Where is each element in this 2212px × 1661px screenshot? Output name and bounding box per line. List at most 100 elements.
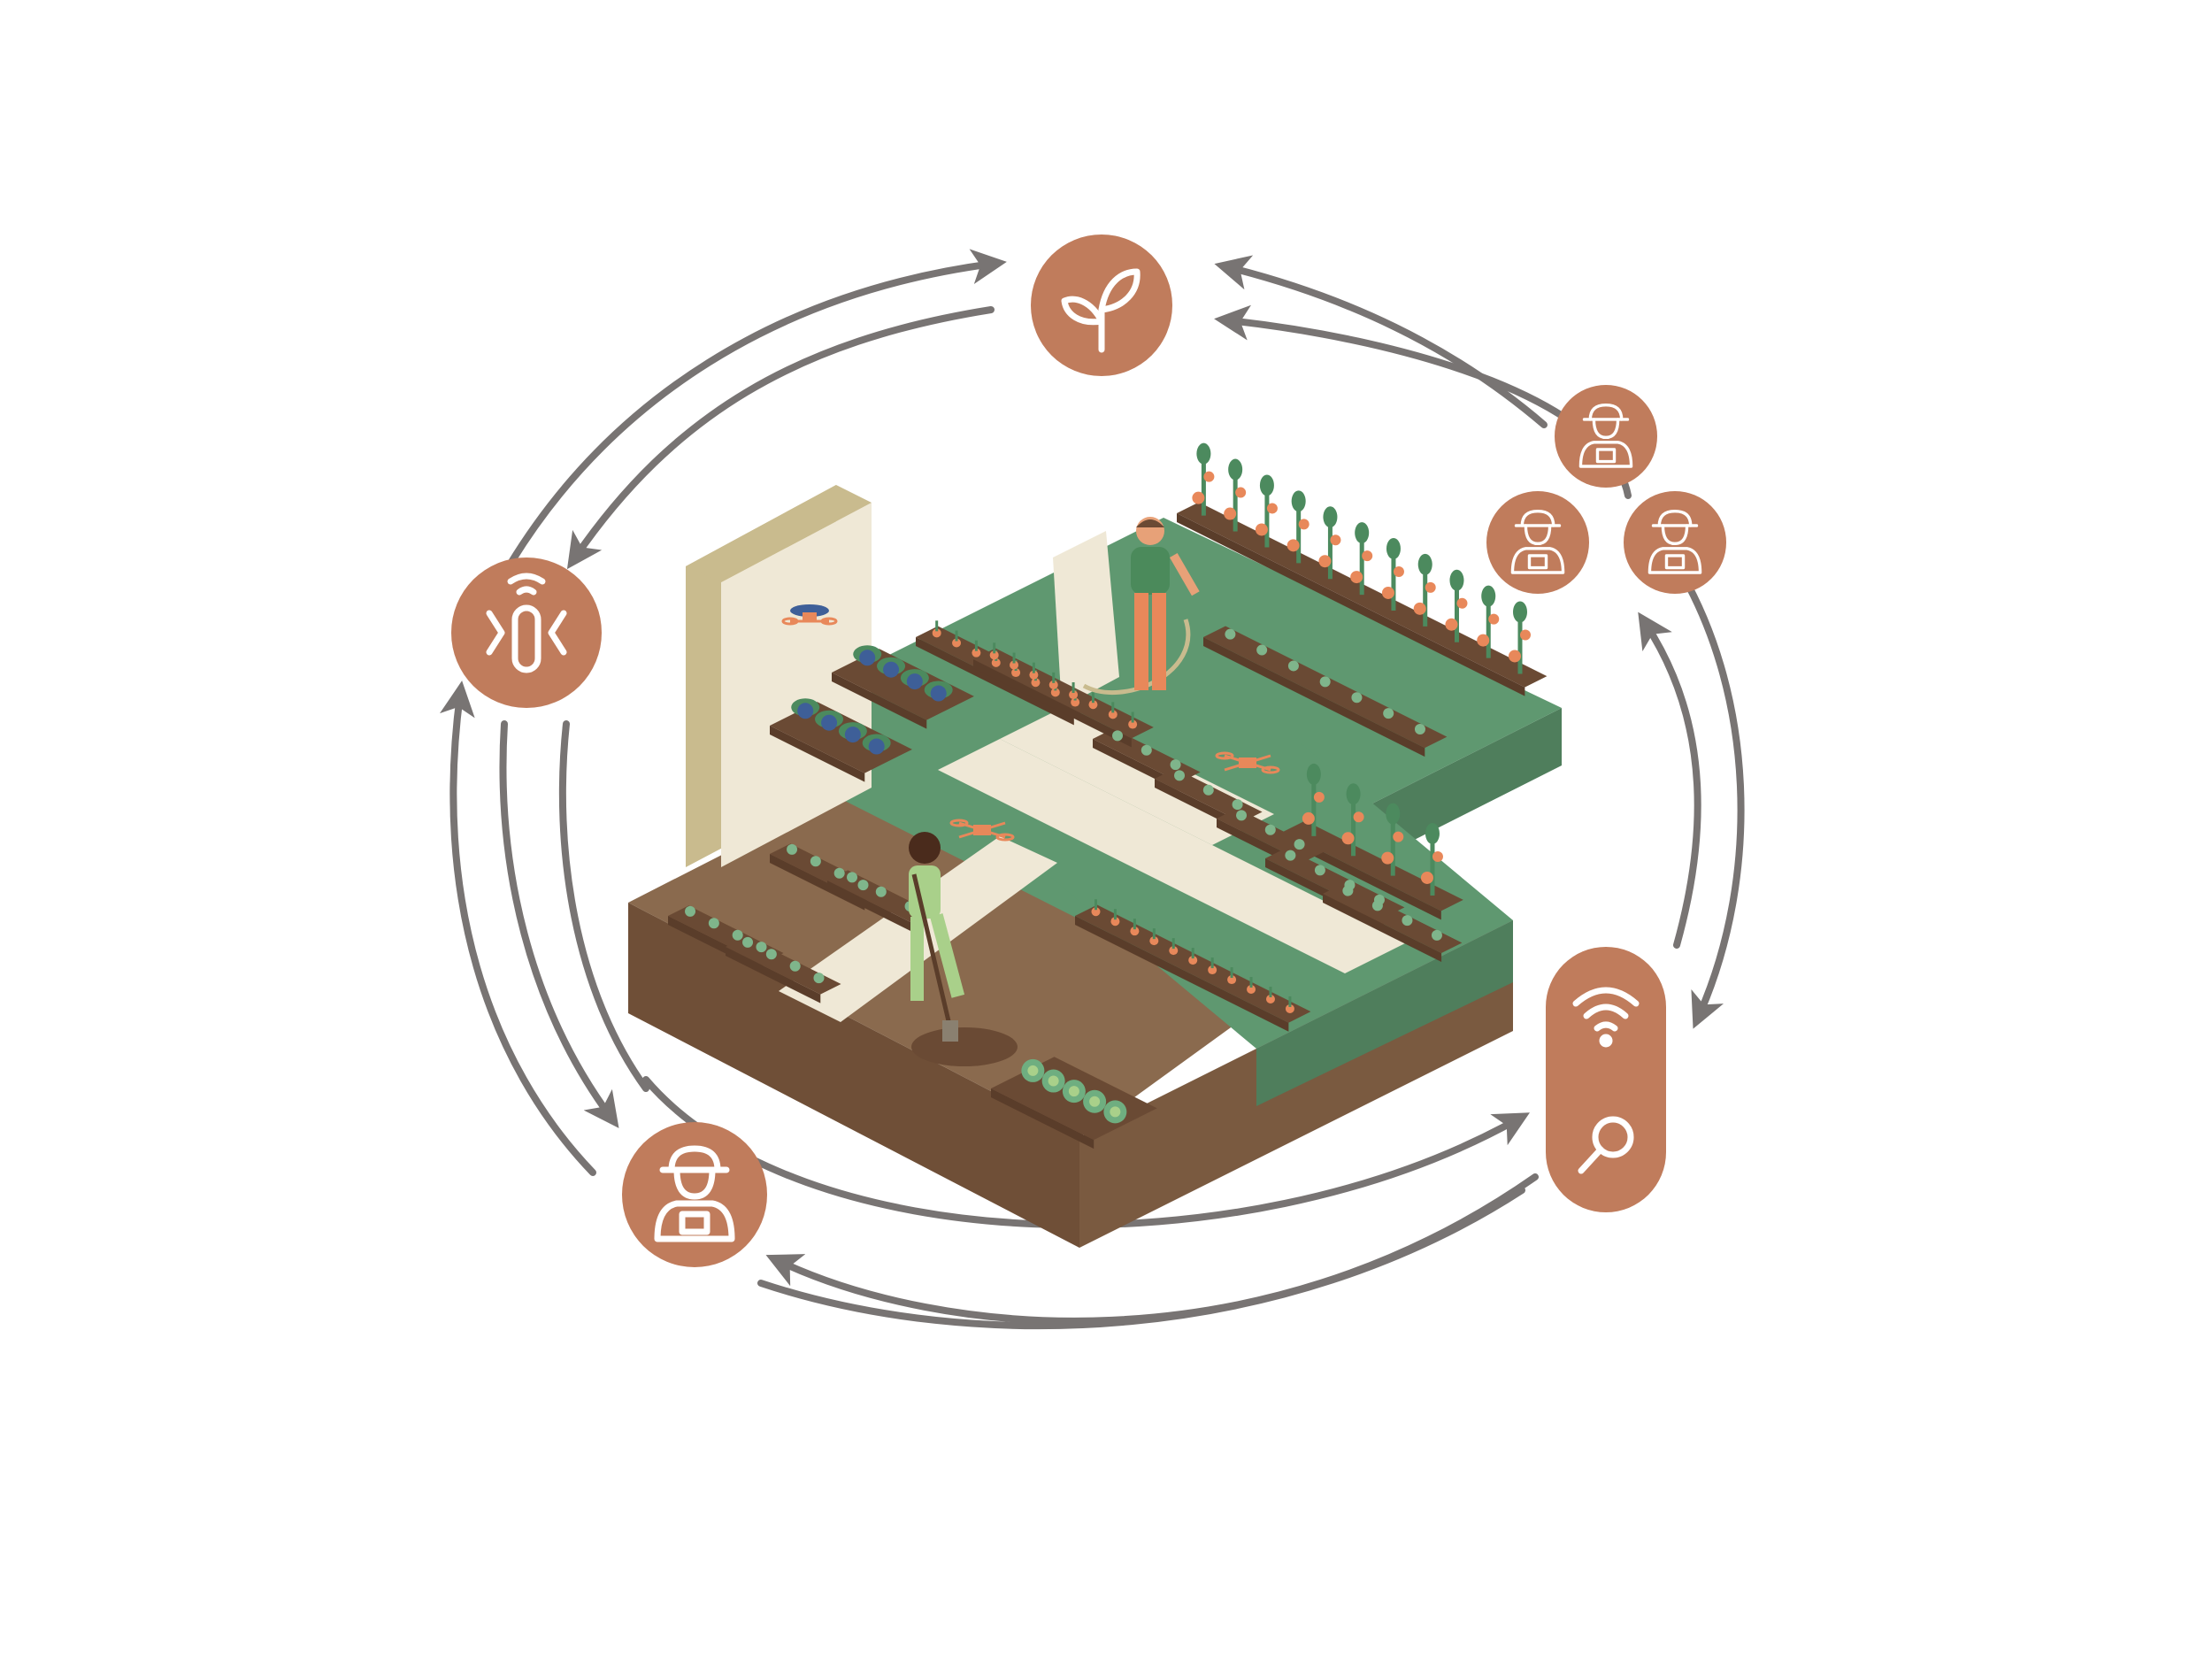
isometric-garden <box>628 442 1562 1248</box>
flow-arrows <box>440 249 1745 1330</box>
carrot-top <box>1069 690 1079 700</box>
tomato <box>1224 507 1237 520</box>
berry <box>883 661 900 678</box>
seedling <box>1141 744 1152 756</box>
arrow-farmer-loop-inner <box>558 720 649 1092</box>
carrot-top <box>1048 680 1058 689</box>
seedling <box>1371 900 1383 911</box>
tomato <box>1302 811 1315 825</box>
bed-side <box>832 673 927 729</box>
cabbage-core <box>1027 1065 1039 1076</box>
berry <box>859 650 876 666</box>
leaf <box>1425 822 1440 844</box>
carrot-top <box>1108 710 1118 719</box>
seedling <box>732 929 743 941</box>
carrot-top <box>1050 688 1060 697</box>
berry <box>821 714 838 731</box>
bed-top <box>1177 502 1548 688</box>
sensor-icon <box>486 573 567 673</box>
seedling <box>1319 676 1331 688</box>
tomato <box>1350 571 1363 584</box>
leaf <box>1196 442 1211 465</box>
arrow-sensor-to-sprout <box>505 249 1007 570</box>
tomato <box>1477 634 1490 647</box>
seedling <box>765 949 777 960</box>
farmer-icon <box>1578 403 1633 468</box>
seedling <box>1256 644 1268 656</box>
wall-top <box>686 485 872 582</box>
tomato <box>1393 565 1404 577</box>
carrot-top <box>1130 927 1140 936</box>
node-connected-device <box>1546 947 1666 1212</box>
seedling <box>1351 692 1363 704</box>
seedling <box>708 918 719 929</box>
drone-1 <box>781 604 838 626</box>
tomato <box>1353 811 1364 823</box>
person-watering <box>1082 517 1200 696</box>
search-icon <box>1578 1116 1634 1174</box>
seedling <box>789 960 801 972</box>
person-digging <box>909 832 1018 1066</box>
tomato <box>1318 555 1332 568</box>
seedling <box>1431 929 1442 941</box>
carrot-top <box>1188 956 1198 965</box>
arrow-sensor-to-farmer <box>499 720 619 1128</box>
drone-2 <box>949 819 1015 842</box>
berry <box>844 727 861 743</box>
leaf <box>1386 803 1401 825</box>
tomato <box>1255 523 1268 536</box>
bed-side <box>1283 832 1441 920</box>
seedling <box>1414 723 1425 734</box>
seedling <box>756 942 767 953</box>
bed-top <box>832 649 974 720</box>
arrow-farmer-to-sensor <box>440 681 596 1176</box>
bed-side <box>1203 637 1425 757</box>
seedling <box>1202 784 1214 796</box>
arrow-farmer-group-to-device <box>1669 554 1745 1029</box>
wifi-icon <box>1572 987 1640 1048</box>
carrot-top <box>1091 907 1101 917</box>
seedling <box>1236 810 1248 821</box>
carrot-top <box>1011 668 1021 678</box>
arrow-device-to-farmer-group <box>1638 611 1701 949</box>
leaf <box>1346 783 1361 805</box>
bed-side <box>916 637 1074 726</box>
carrot-top <box>1169 946 1179 956</box>
carrot-top <box>1031 678 1041 688</box>
carrot-top <box>972 648 981 657</box>
carrot-top <box>1088 700 1098 710</box>
seedling <box>1225 628 1236 640</box>
path-main-diagonal <box>938 739 1407 973</box>
tomato <box>1413 602 1426 615</box>
tomato <box>1420 871 1433 884</box>
leaf <box>1481 585 1496 607</box>
soil-pile <box>911 1027 1018 1066</box>
tomato <box>1381 851 1394 865</box>
tomato <box>1508 650 1521 663</box>
bed-side <box>973 659 1132 748</box>
wall-face <box>721 503 872 867</box>
tomato <box>1330 534 1341 546</box>
tomato <box>1425 581 1436 593</box>
berry <box>906 673 923 690</box>
berry <box>930 685 947 702</box>
seedling <box>857 880 869 891</box>
drone-3 <box>1215 751 1280 774</box>
farmer-icon <box>654 1145 735 1242</box>
tomato <box>1445 618 1458 631</box>
node-farmer-group-top <box>1555 385 1657 488</box>
bed-top <box>1283 820 1463 911</box>
tomato <box>1519 629 1531 641</box>
seedling <box>1342 885 1354 896</box>
seedling <box>1112 730 1124 742</box>
arrow-farmer-group-to-sprout <box>1214 255 1548 428</box>
cabbage-core <box>1048 1075 1059 1087</box>
front-platform-left-side <box>628 903 1079 1248</box>
leaf <box>1417 553 1432 575</box>
cabbage-core <box>1110 1106 1121 1118</box>
tomato <box>1488 613 1500 625</box>
seedling <box>1170 759 1181 771</box>
arrow-bottom-outer <box>757 1187 1525 1330</box>
farmer-icon <box>1647 509 1702 574</box>
